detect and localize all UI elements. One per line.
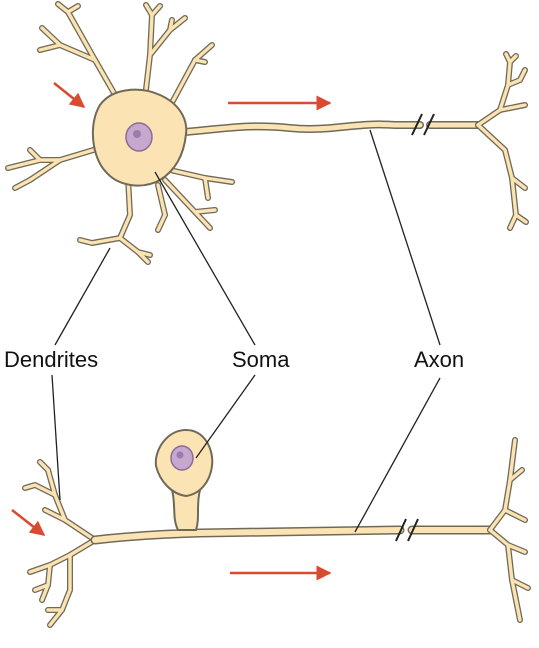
top-axon-terminal [478, 54, 526, 228]
leader-axon-top [370, 130, 440, 345]
top-input-arrow [54, 83, 84, 107]
bottom-nucleolus [177, 452, 184, 459]
bottom-dendrites [25, 462, 95, 625]
dendrites-label: Dendrites [4, 349, 98, 371]
bottom-nucleus [171, 446, 193, 470]
axon-label: Axon [414, 349, 464, 371]
leader-soma-bottom [196, 375, 255, 458]
pseudounipolar-neuron [12, 430, 528, 625]
leader-axon-bottom [355, 378, 440, 532]
bottom-axon-terminal [490, 440, 528, 620]
top-nucleolus [133, 130, 141, 138]
bottom-input-arrow [12, 510, 44, 535]
bottom-axon [95, 530, 490, 540]
top-axon [185, 124, 478, 132]
leader-lines [52, 130, 440, 532]
multipolar-neuron [8, 4, 526, 262]
soma-label: Soma [232, 349, 289, 371]
leader-dendrites-top [55, 248, 110, 345]
